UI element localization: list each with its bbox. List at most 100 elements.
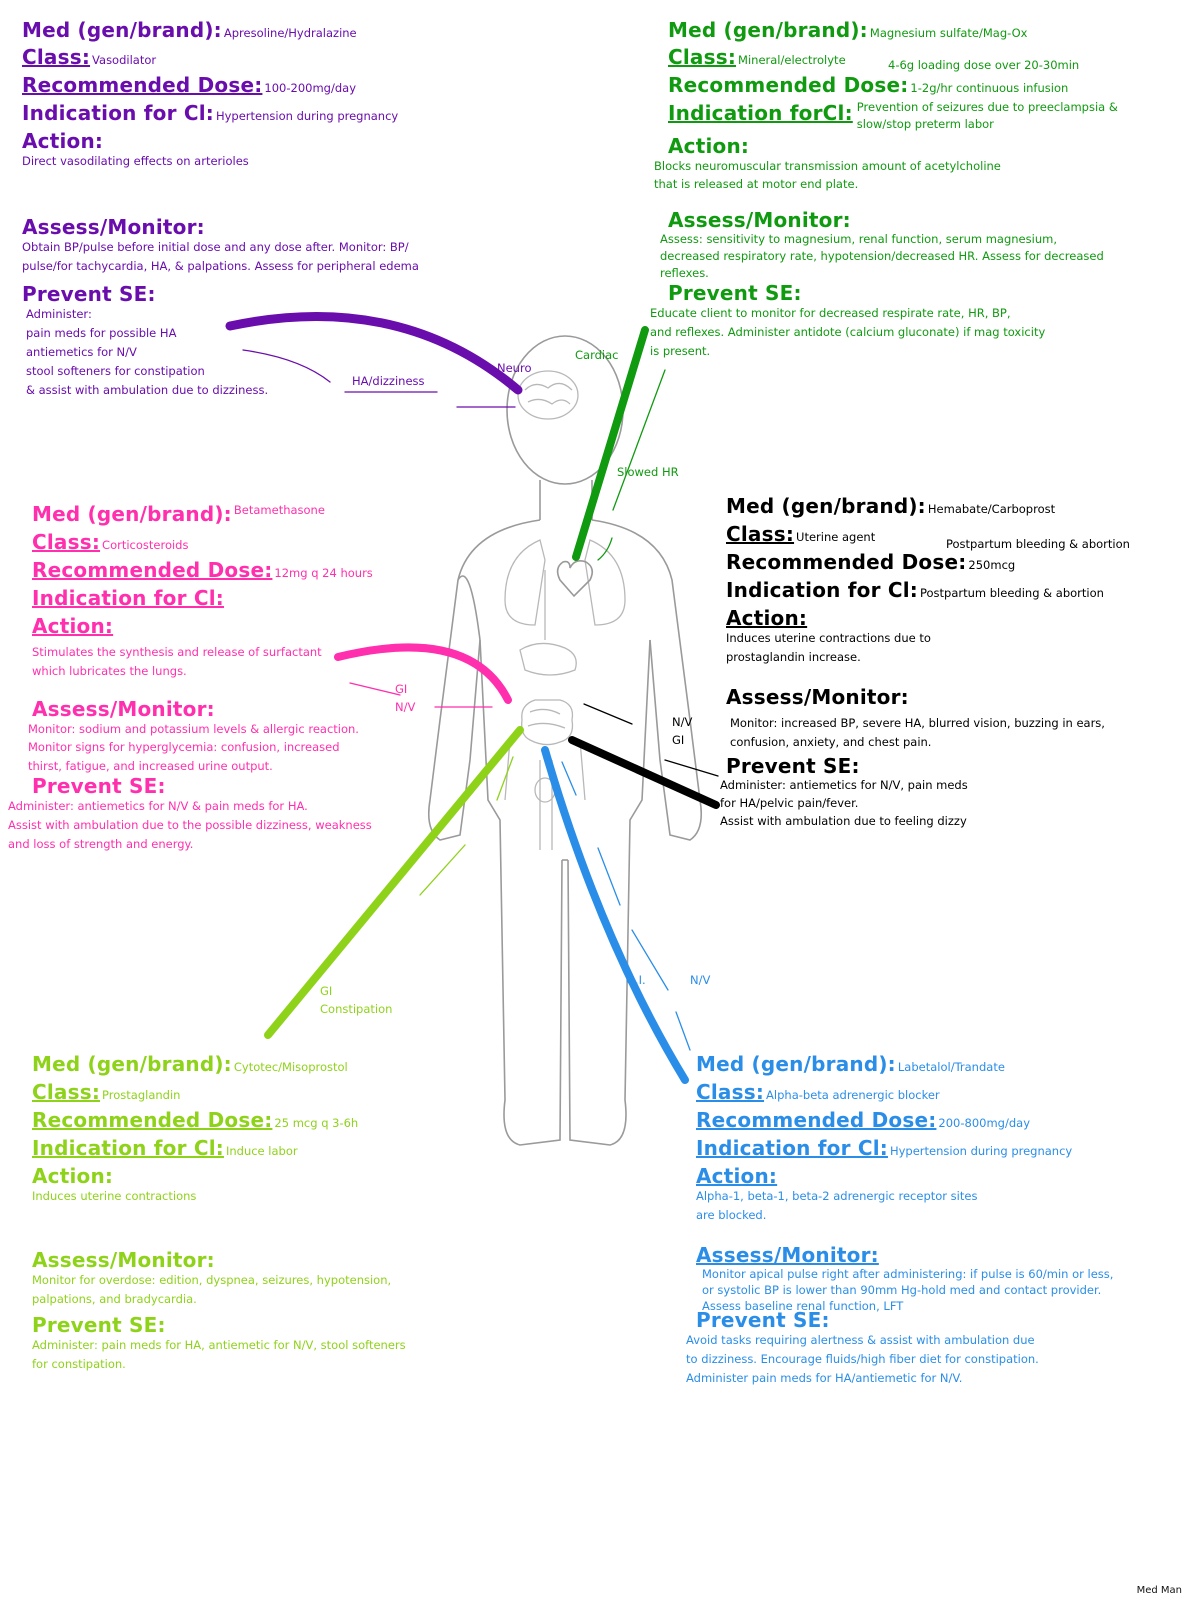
annotation-cardiac: Cardiac (575, 348, 619, 362)
pointer-magnesium-thin (612, 369, 666, 511)
prevent-text: Administer: pain meds for possible HA an… (26, 306, 269, 397)
class-value: Uterine agent (796, 530, 876, 544)
pointer-labetalol (541, 746, 689, 1084)
indication-label: Indication for Cl: (696, 1136, 888, 1160)
prevent-label: Prevent SE: (32, 774, 166, 798)
dose-value: 250mcg (968, 558, 1016, 572)
dose-value: 25 mcg q 3-6h (274, 1116, 359, 1130)
med-card-hydralazine: Med (gen/brand):Apresoline/Hydralazine C… (22, 20, 472, 400)
pointer-hemabate (568, 736, 720, 809)
pointer-magnesium (572, 326, 649, 561)
class-label: Class: (696, 1080, 765, 1104)
indication-label: Indication forCl: (668, 101, 853, 125)
indication-value: Hypertension during pregnancy (889, 1144, 1073, 1158)
dose-value: 12mg q 24 hours (274, 566, 373, 580)
med-label: Med (gen/brand): (696, 1052, 896, 1076)
med-card-magnesium: Med (gen/brand):Magnesium sulfate/Mag-Ox… (650, 18, 1168, 361)
indication-value: Prevention of seizures due to preeclamps… (856, 100, 1118, 132)
dose-value: 1-2g/hr continuous infusion (910, 81, 1069, 95)
brain-icon (517, 370, 579, 420)
med-card-hemabate: Med (gen/brand):Hemabate/Carboprost Clas… (720, 494, 1166, 830)
annotation-nv-gi-black: N/V GI (672, 715, 693, 748)
indication-label: Indication for Cl: (32, 1136, 224, 1160)
action-text: Stimulates the synthesis and release of … (32, 645, 322, 678)
footer-credit: Med Man (1136, 1585, 1182, 1596)
dose-label: Recommended Dose: (726, 550, 967, 574)
pointer-betamethasone-thin (349, 682, 401, 696)
dose-extra: 4-6g loading dose over 20-30min (888, 58, 1080, 72)
pointer-hemabate-thin (583, 703, 633, 725)
class-label: Class: (32, 1080, 101, 1104)
med-card-betamethasone: Med (gen/brand):Betamethasone Class:Cort… (28, 502, 412, 775)
class-label: Class: (726, 522, 795, 546)
dose-label: Recommended Dose: (22, 73, 263, 97)
med-label: Med (gen/brand): (22, 18, 222, 42)
med-value: Hemabate/Carboprost (927, 502, 1056, 516)
indication-value: Hypertension during pregnancy (215, 109, 399, 123)
med-value: Apresoline/Hydralazine (223, 26, 357, 40)
action-text: Induces uterine contractions due to pros… (726, 631, 931, 664)
med-card-betamethasone-prevent: Prevent SE: Administer: antiemetics for … (8, 776, 408, 854)
indication-label: Indication for Cl: (32, 586, 224, 610)
med-value: Cytotec/Misoprostol (233, 1060, 348, 1074)
prevent-label: Prevent SE: (696, 1308, 830, 1333)
pointer-lines (225, 311, 720, 1084)
pointer-misoprostol (264, 726, 524, 1039)
pointer-labetalol-thin4 (561, 761, 577, 796)
dose-value: 100-200mg/day (264, 81, 357, 95)
prevent-label: Prevent SE: (22, 281, 156, 306)
action-text: Alpha-1, beta-1, beta-2 adrenergic recep… (696, 1189, 978, 1222)
annotation-gi-nv-pink: GI N/V (395, 682, 416, 715)
class-value: Mineral/electrolyte (738, 53, 846, 67)
assess-label: Assess/Monitor: (726, 684, 909, 709)
med-label: Med (gen/brand): (726, 494, 926, 518)
class-label: Class: (32, 530, 101, 554)
med-value: Labetalol/Trandate (897, 1060, 1005, 1074)
pointer-labetalol-thin2 (631, 929, 669, 991)
class-value: Corticosteroids (102, 538, 189, 552)
prevent-text: Administer: pain meds for HA, antiemetic… (32, 1337, 406, 1371)
dose-label: Recommended Dose: (668, 73, 909, 97)
assess-label: Assess/Monitor: (32, 1247, 215, 1272)
prevent-text: Administer: antiemetics for N/V, pain me… (720, 777, 968, 828)
med-card-labetalol: Med (gen/brand):Labetalol/Trandate Class… (686, 1052, 1176, 1388)
class-value: Vasodilator (92, 53, 157, 67)
prevent-text: Administer: antiemetics for N/V & pain m… (8, 799, 372, 851)
pointer-hydralazine-thin (242, 349, 331, 383)
pointer-hemabate-nv (664, 759, 719, 777)
pointer-misoprostol-thin2 (496, 756, 514, 801)
prevent-label: Prevent SE: (726, 753, 860, 778)
assess-text: Assess: sensitivity to magnesium, renal … (660, 232, 1104, 280)
pointer-betamethasone (334, 643, 512, 704)
med-label: Med (gen/brand): (32, 502, 232, 526)
assess-label: Assess/Monitor: (22, 214, 205, 239)
heart-icon (556, 560, 594, 598)
annotation-ha-dizziness: HA/dizziness (352, 374, 425, 388)
dose-value: 200-800mg/day (938, 1116, 1031, 1130)
med-value: Betamethasone (233, 503, 325, 517)
dose-extra: Postpartum bleeding & abortion (946, 537, 1130, 551)
dose-label: Recommended Dose: (696, 1108, 937, 1132)
prevent-text: Educate client to monitor for decreased … (650, 306, 1046, 359)
assess-text: Monitor: sodium and potassium levels & a… (28, 721, 359, 773)
med-label: Med (gen/brand): (668, 18, 868, 42)
prevent-label: Prevent SE: (668, 281, 802, 306)
annotation-gi-blue: G.I. (626, 973, 646, 987)
action-label: Action: (22, 129, 104, 153)
med-card-misoprostol: Med (gen/brand):Cytotec/Misoprostol Clas… (32, 1054, 462, 1374)
action-label: Action: (696, 1164, 778, 1188)
assess-label: Assess/Monitor: (696, 1242, 879, 1267)
action-label: Action: (32, 1164, 114, 1188)
indication-label: Indication for Cl: (726, 578, 918, 602)
pointer-misoprostol-thin1 (419, 844, 466, 896)
prevent-label: Prevent SE: (32, 1312, 166, 1337)
pointer-labetalol-thin3 (675, 1011, 691, 1051)
assess-label: Assess/Monitor: (32, 696, 215, 721)
action-label: Action: (726, 606, 808, 630)
action-text: Direct vasodilating effects on arteriole… (22, 154, 249, 168)
indication-value: Induce labor (225, 1144, 298, 1158)
human-body-outline (427, 335, 703, 1146)
annotation-slowed-hr: Slowed HR (617, 465, 679, 479)
action-text: Blocks neuromuscular transmission amount… (654, 158, 1001, 192)
